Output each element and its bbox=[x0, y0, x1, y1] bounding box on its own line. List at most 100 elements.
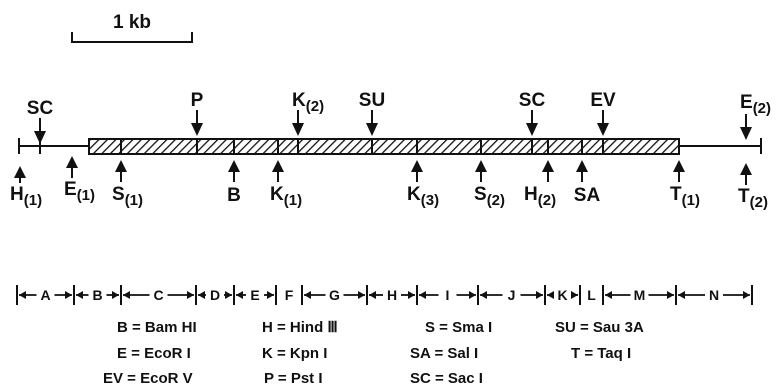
site-p: P bbox=[191, 90, 204, 136]
fragment-arrowhead bbox=[408, 291, 415, 299]
site-subscript: (1) bbox=[284, 192, 302, 209]
fragment-arrowhead bbox=[536, 291, 543, 299]
fragment-label: E bbox=[250, 287, 259, 303]
site-label: E bbox=[64, 179, 77, 200]
fragment-arrowhead bbox=[571, 291, 578, 299]
site-label: B bbox=[227, 185, 241, 206]
legend-entry: E = EcoR I bbox=[117, 345, 191, 362]
legend-entry: SC = Sac I bbox=[410, 370, 483, 387]
fragment-arrowhead bbox=[198, 291, 205, 299]
svg-text:SC: SC bbox=[27, 98, 54, 119]
svg-text:E(1): E(1) bbox=[64, 179, 95, 204]
fragment-arrowhead bbox=[419, 291, 426, 299]
fragment-label: A bbox=[40, 287, 50, 303]
fragment-arrowhead bbox=[187, 291, 194, 299]
scale-bar: 1 kb bbox=[71, 12, 193, 43]
fragment-arrowhead bbox=[19, 291, 26, 299]
site-b: B bbox=[227, 160, 241, 206]
fragment-label: K bbox=[557, 287, 567, 303]
site-label: H bbox=[10, 184, 24, 205]
site-label: H bbox=[524, 184, 538, 205]
legend-entry: H = Hind Ⅲ bbox=[262, 319, 338, 336]
site-subscript: (1) bbox=[77, 187, 95, 204]
dna-map bbox=[18, 138, 762, 155]
site-subscript: (2) bbox=[487, 192, 505, 209]
site-subscript: (1) bbox=[24, 192, 42, 209]
svg-text:H(1): H(1) bbox=[10, 184, 42, 209]
svg-text:K(3): K(3) bbox=[407, 184, 439, 209]
fragment-arrowhead bbox=[667, 291, 674, 299]
legend-entry: T = Taq I bbox=[571, 345, 631, 362]
fragment-arrowhead bbox=[743, 291, 750, 299]
fragment-label: H bbox=[387, 287, 397, 303]
site-subscript: (2) bbox=[750, 194, 768, 211]
fragment-arrowhead bbox=[112, 291, 119, 299]
site-label: EV bbox=[590, 90, 616, 111]
site-su: SU bbox=[359, 90, 385, 136]
fragment-arrowhead bbox=[304, 291, 311, 299]
scale-bar-label: 1 kb bbox=[113, 12, 151, 33]
fragment-arrowhead bbox=[480, 291, 487, 299]
fragment-label: C bbox=[153, 287, 163, 303]
fragment-arrowhead bbox=[123, 291, 130, 299]
fragment-arrowhead bbox=[225, 291, 232, 299]
scale-bar-line bbox=[71, 32, 193, 43]
site-label: K bbox=[407, 184, 421, 205]
site-subscript: (3) bbox=[421, 192, 439, 209]
site-s1: S(1) bbox=[112, 160, 143, 209]
site-label: K bbox=[292, 90, 306, 111]
site-e2: E(2) bbox=[740, 92, 771, 140]
legend-entry: B = Bam HI bbox=[117, 319, 197, 336]
svg-text:P: P bbox=[191, 90, 204, 111]
svg-text:SA: SA bbox=[574, 185, 601, 206]
fragment-arrowhead bbox=[76, 291, 83, 299]
site-ticks bbox=[39, 139, 604, 154]
site-label: E bbox=[740, 92, 753, 113]
site-k3: K(3) bbox=[407, 160, 439, 209]
fragment-label: G bbox=[329, 287, 340, 303]
fragment-label: M bbox=[634, 287, 646, 303]
svg-text:B: B bbox=[227, 185, 241, 206]
fragment-arrowhead bbox=[605, 291, 612, 299]
site-label: S bbox=[474, 184, 487, 205]
site-e1: E(1) bbox=[64, 156, 95, 204]
site-label: K bbox=[270, 184, 284, 205]
svg-text:K(2): K(2) bbox=[292, 90, 324, 115]
site-h2: H(2) bbox=[524, 160, 556, 209]
site-label: SA bbox=[574, 185, 601, 206]
svg-text:SU: SU bbox=[359, 90, 385, 111]
svg-text:S(2): S(2) bbox=[474, 184, 505, 209]
sites-below: H(1) E(1) S(1) B K(1) K(3) S(2) H(2) bbox=[10, 156, 768, 211]
legend-entry: EV = EcoR V bbox=[103, 370, 193, 387]
legend-entry: K = Kpn I bbox=[262, 345, 327, 362]
fragment-arrowhead bbox=[678, 291, 685, 299]
site-ev: EV bbox=[590, 90, 616, 136]
enzyme-legend: B = Bam HI H = Hind Ⅲ S = Sma I SU = Sau… bbox=[103, 319, 644, 387]
site-sc-1: SC bbox=[27, 98, 54, 144]
fragment-arrowhead bbox=[469, 291, 476, 299]
svg-text:EV: EV bbox=[590, 90, 616, 111]
fragment-arrowhead bbox=[369, 291, 376, 299]
svg-text:SC: SC bbox=[519, 90, 546, 111]
site-label: T bbox=[738, 186, 750, 207]
legend-entry: SU = Sau 3A bbox=[555, 319, 644, 336]
site-label: S bbox=[112, 184, 125, 205]
sites-above: SC P K(2) SU SC EV E(2) bbox=[27, 90, 771, 144]
fragment-arrowhead bbox=[65, 291, 72, 299]
svg-text:E(2): E(2) bbox=[740, 92, 771, 117]
svg-text:T(1): T(1) bbox=[670, 184, 700, 209]
site-sc-2: SC bbox=[519, 90, 546, 136]
site-subscript: (1) bbox=[125, 192, 143, 209]
site-subscript: (2) bbox=[753, 100, 771, 117]
site-label: SC bbox=[27, 98, 54, 119]
site-t1: T(1) bbox=[670, 160, 700, 209]
fragment-arrowhead bbox=[358, 291, 365, 299]
svg-text:S(1): S(1) bbox=[112, 184, 143, 209]
legend-entry: P = Pst I bbox=[264, 370, 323, 387]
fragment-label: D bbox=[210, 287, 220, 303]
fragment-arrowhead bbox=[236, 291, 243, 299]
hatched-insert bbox=[88, 138, 680, 155]
site-t2: T(2) bbox=[738, 163, 768, 211]
